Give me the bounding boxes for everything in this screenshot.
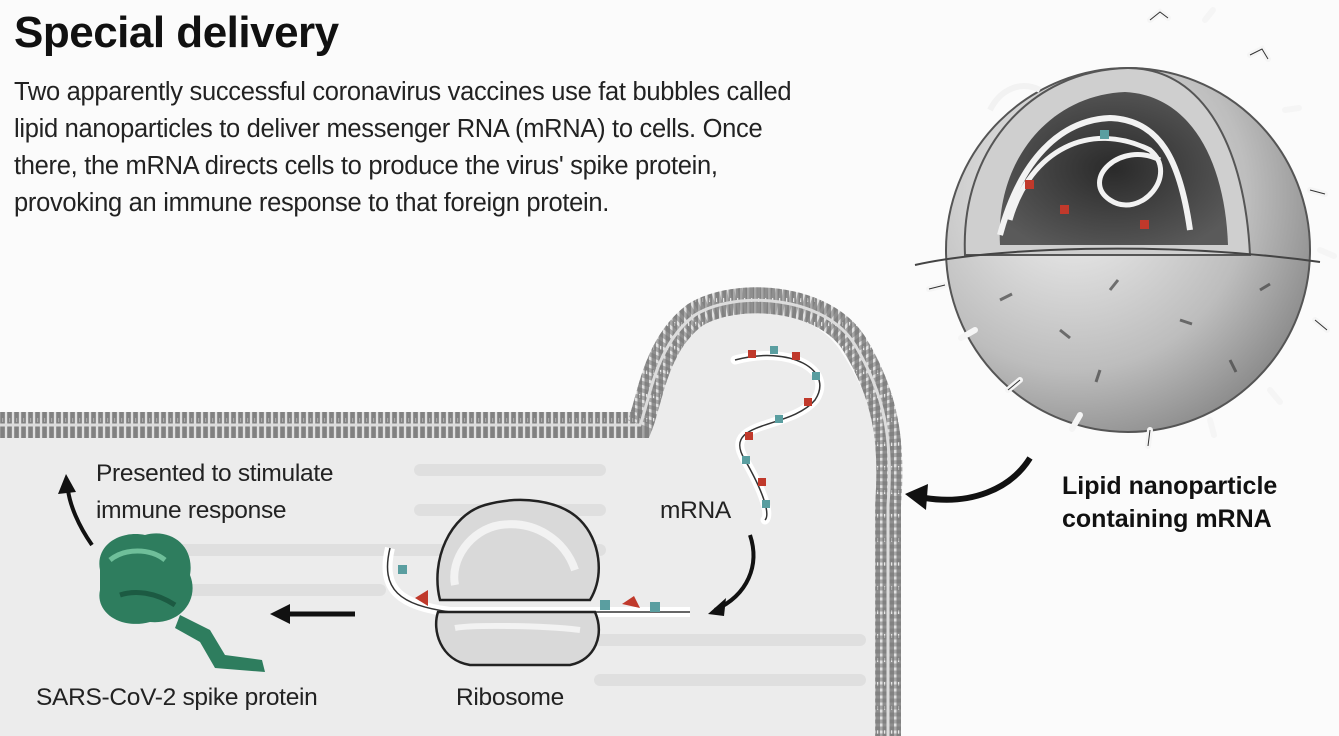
label-presented-line2: immune response <box>96 497 286 525</box>
label-ribosome: Ribosome <box>456 684 564 712</box>
label-lipid-nanoparticle: Lipid nanoparticle containing mRNA <box>1062 470 1277 536</box>
label-spike-protein: SARS-CoV-2 spike protein <box>36 684 318 712</box>
description: Two apparently successful coronavirus va… <box>14 74 814 222</box>
label-presented-line1: Presented to stimulate <box>96 460 333 488</box>
lipid-nanoparticle <box>915 10 1334 446</box>
ribosome <box>436 500 599 665</box>
label-lipid-line1: Lipid nanoparticle <box>1062 470 1277 503</box>
label-mrna: mRNA <box>660 497 731 525</box>
page-title: Special delivery <box>14 8 339 58</box>
arrow-nanoparticle-to-cell <box>925 458 1030 500</box>
label-lipid-line2: containing mRNA <box>1062 503 1277 536</box>
